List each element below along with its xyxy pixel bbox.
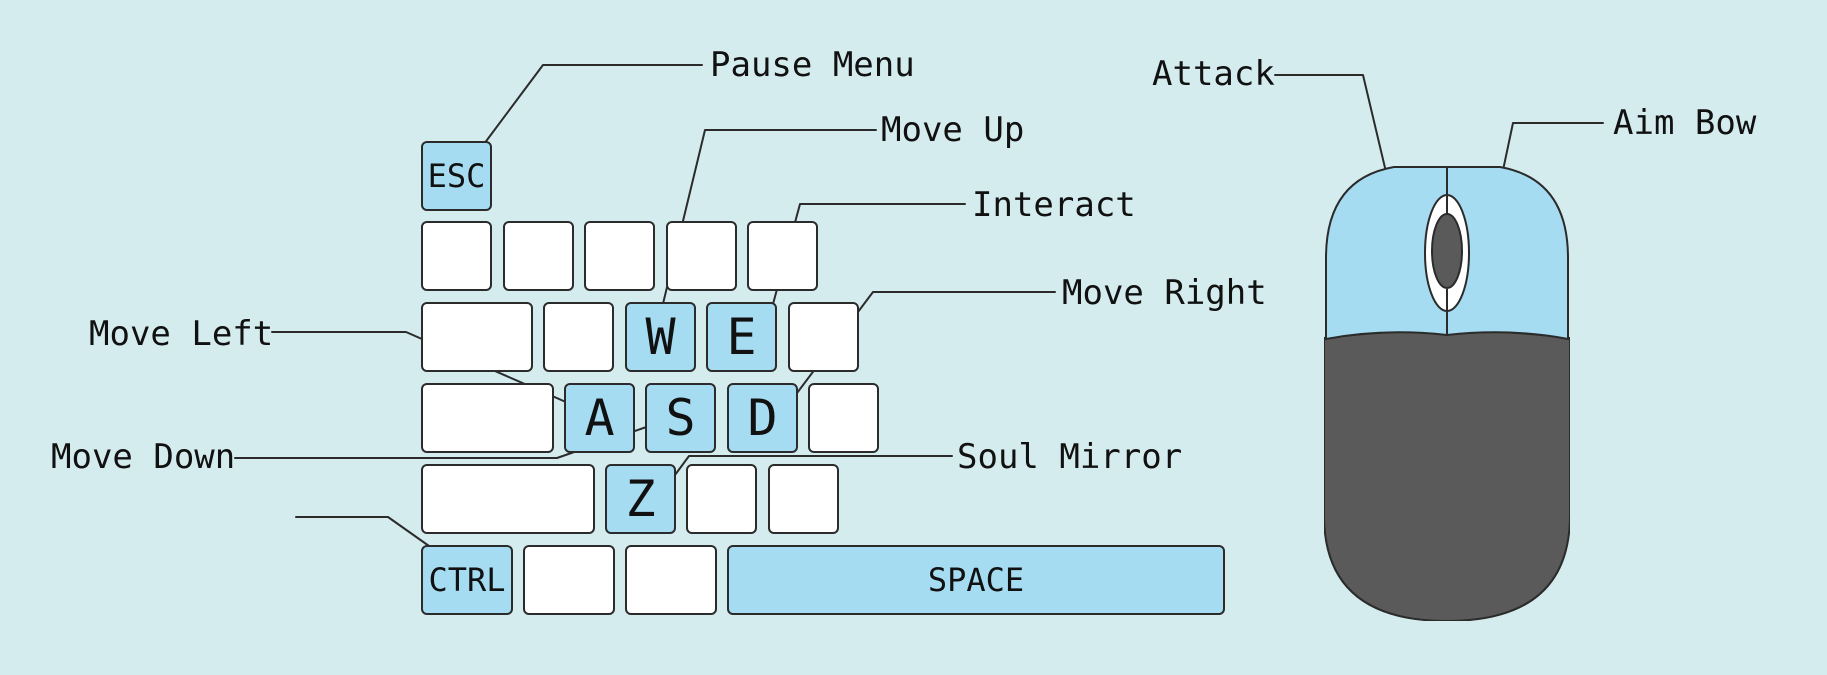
mouse-left-button: [1325, 166, 1448, 341]
key-blank: [543, 302, 614, 372]
mouse-right-button: [1446, 166, 1569, 341]
mouse: [1324, 166, 1570, 621]
key-blank: [421, 221, 492, 291]
key-blank: [686, 464, 757, 534]
mouse-scroll-wheel: [1431, 213, 1463, 289]
key-blank: [523, 545, 615, 615]
interact-label: Interact: [972, 185, 1136, 225]
key-blank: [625, 545, 717, 615]
mouse-body: [1324, 329, 1570, 621]
move-left-label: Move Left: [89, 314, 274, 354]
ctrl-key: CTRL: [421, 545, 513, 615]
move-up-label: Move Up: [881, 110, 1025, 150]
move-down-label: Move Down: [51, 437, 236, 477]
key-blank: [666, 221, 737, 291]
pause-menu-label: Pause Menu: [710, 45, 915, 85]
move-right-label: Move Right: [1062, 273, 1267, 313]
key-blank: [584, 221, 655, 291]
key-blank: [808, 383, 879, 453]
key-blank: [421, 383, 554, 453]
pause-menu-leader: [480, 64, 703, 149]
key-blank: [768, 464, 839, 534]
aim-bow-label: Aim Bow: [1613, 103, 1757, 143]
w-key: W: [625, 302, 696, 372]
key-blank: [421, 302, 533, 372]
e-key: E: [706, 302, 777, 372]
esc-key: ESC: [421, 141, 492, 211]
s-key: S: [645, 383, 716, 453]
key-blank: [747, 221, 818, 291]
a-key: A: [564, 383, 635, 453]
attack-label: Attack: [1152, 54, 1275, 94]
soul-mirror-label: Soul Mirror: [957, 437, 1183, 477]
key-blank: [421, 464, 595, 534]
key-blank: [788, 302, 859, 372]
z-key: Z: [605, 464, 676, 534]
key-blank: [503, 221, 574, 291]
space-key: SPACE: [727, 545, 1225, 615]
d-key: D: [727, 383, 798, 453]
